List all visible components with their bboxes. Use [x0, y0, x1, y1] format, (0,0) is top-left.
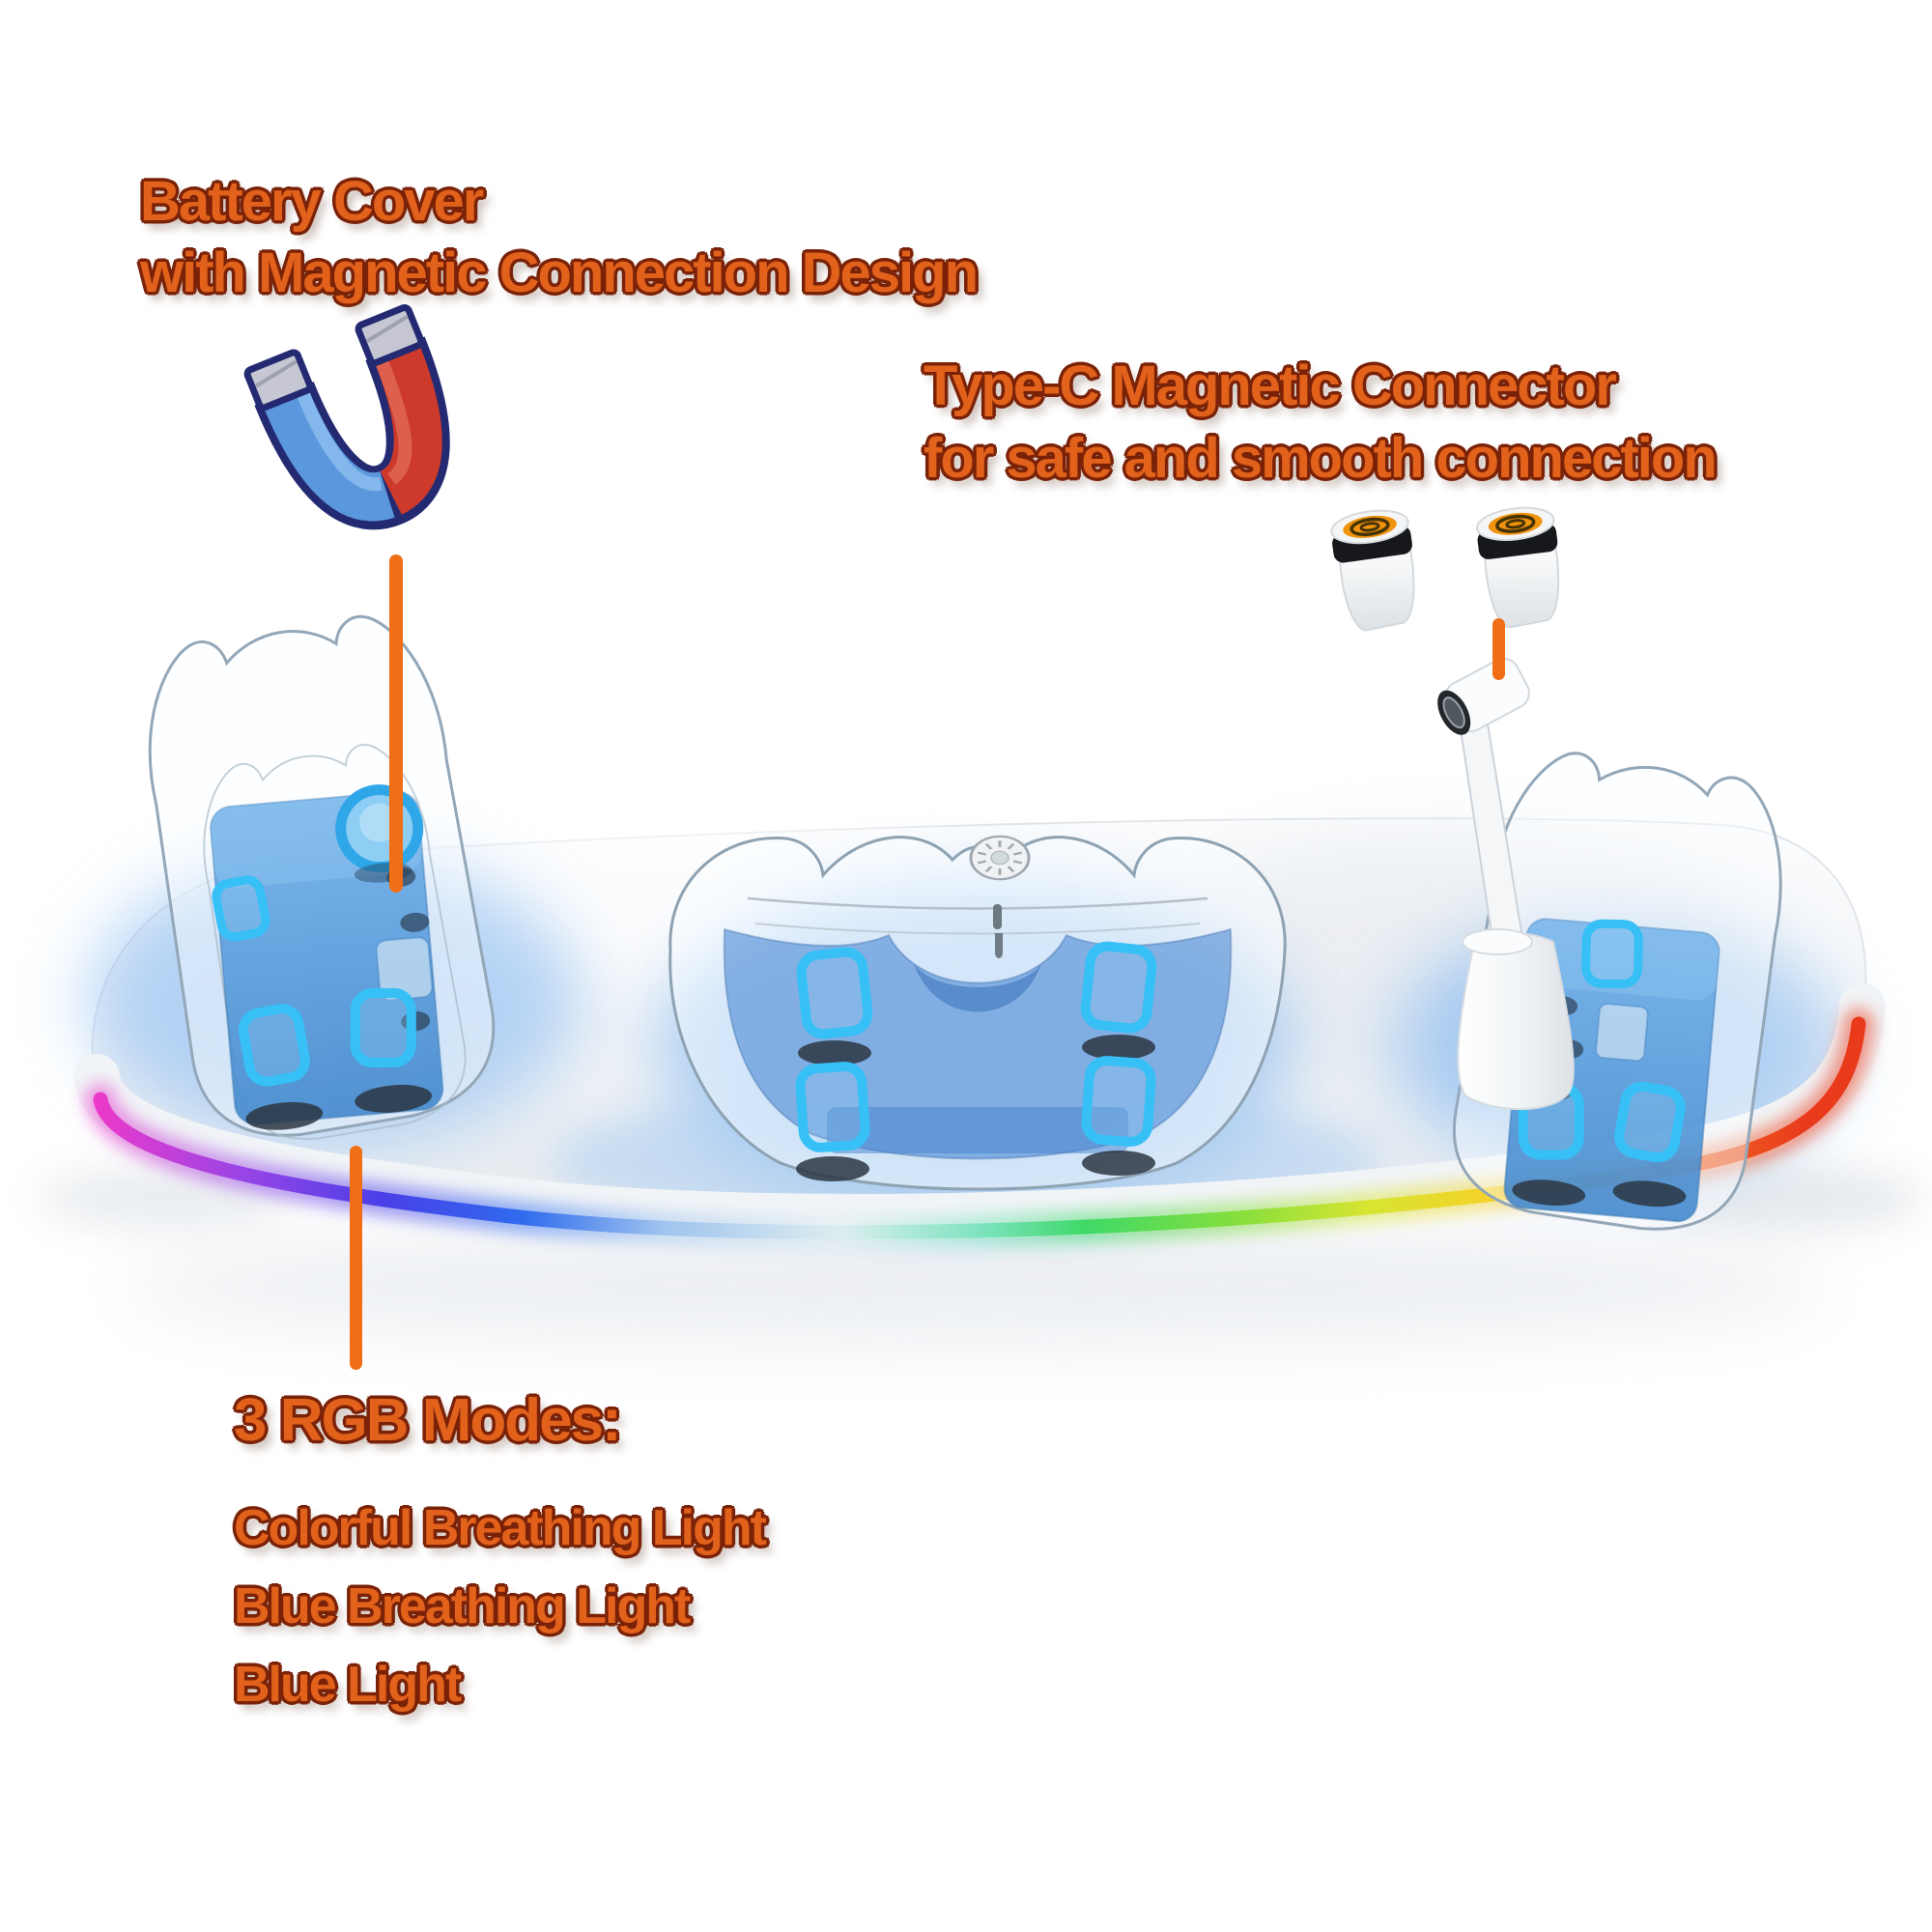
clip-ring [795, 1062, 870, 1152]
battery-port [1595, 1003, 1649, 1063]
stalk-cone-base [1457, 932, 1575, 1111]
clip-foot [1082, 1151, 1155, 1176]
pointer-line-rgb [350, 1146, 362, 1370]
magnet-icon [243, 304, 450, 530]
clip-ring [1081, 1056, 1156, 1147]
cradle-u-shadow [914, 964, 1041, 1012]
battery-cover-left-inner [203, 744, 467, 1140]
typec-tip-left [1330, 509, 1415, 632]
ground-shadow [126, 1227, 1826, 1343]
rgb-mode-line: Colorful Breathing Light [234, 1500, 767, 1556]
stalk-collar [1462, 928, 1533, 955]
typec-head [1437, 657, 1530, 735]
battery-pack-left [210, 784, 444, 1130]
battery-cover-label-line1: Battery Cover [140, 170, 484, 233]
cradle-seam [747, 896, 1208, 910]
rgb-modes-list: Colorful Breathing Light Blue Breathing … [234, 1500, 767, 1738]
battery-foot [1612, 1180, 1687, 1208]
ground-shadow-right [1633, 1163, 1922, 1233]
cradle-slit [993, 904, 1002, 929]
typec-label-line1: Type-C Magnetic Connector [923, 355, 1617, 417]
clip-ring [238, 1004, 310, 1087]
typec-connector-label: Type-C Magnetic Connector for safe and s… [923, 350, 1718, 496]
charging-stalk [1437, 657, 1575, 1111]
cradle-blue-inlay [723, 927, 1233, 1160]
typec-tip-right [1476, 506, 1560, 629]
rgb-modes-title: 3 RGB Modes: [234, 1387, 622, 1454]
left-charging-slot [148, 614, 496, 1140]
clip-foot [798, 1040, 871, 1065]
clip-ring [350, 988, 416, 1068]
clip-ring [1614, 1081, 1686, 1163]
pointer-line-battery-cover [389, 554, 403, 893]
clip-ring [212, 875, 270, 942]
battery-cover-label: Battery Cover with Magnetic Connection D… [140, 166, 979, 309]
pointer-line-typec [1492, 618, 1505, 680]
clip-foot [1082, 1035, 1155, 1060]
typec-label-line2: for safe and smooth connection [923, 427, 1718, 491]
battery-cover-label-line2: with Magnetic Connection Design [140, 242, 979, 305]
vent-hole [400, 912, 430, 932]
center-cradle [668, 835, 1287, 1191]
cradle-bottom-bar [827, 1107, 1128, 1153]
rgb-mode-line: Blue Light [234, 1657, 462, 1713]
battery-foot [1512, 1179, 1586, 1207]
magnet-tip [355, 304, 425, 366]
battery-foot [245, 1101, 324, 1130]
clip-foot [796, 1156, 869, 1181]
cradle-seam [754, 923, 1201, 935]
rgb-mode-line: Blue Breathing Light [234, 1578, 691, 1634]
sun-emblem-icon [969, 835, 1031, 881]
clip-ring [1080, 941, 1157, 1034]
rgb-strip [93, 1016, 1866, 1240]
magnet-tip [243, 349, 314, 412]
clip-ring [1581, 919, 1643, 989]
battery-foot [355, 1085, 433, 1113]
cradle-notch [995, 933, 1003, 958]
clip-ring [796, 947, 873, 1039]
